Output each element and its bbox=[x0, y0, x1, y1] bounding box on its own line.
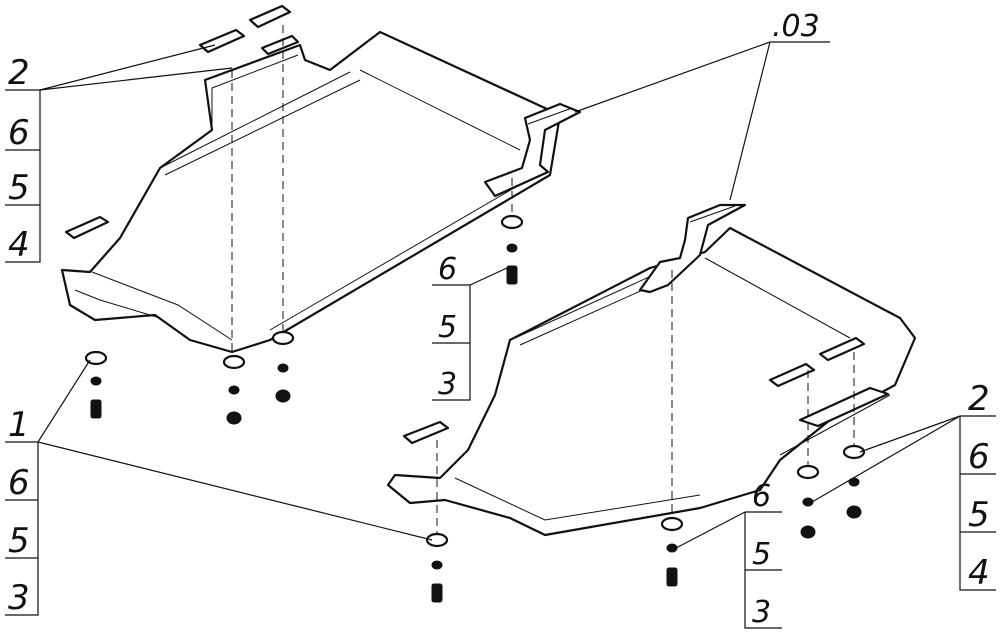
callout-label: 5 bbox=[438, 310, 457, 345]
right-skid-plate bbox=[386, 203, 917, 537]
callout-label: 6 bbox=[8, 463, 30, 503]
callout-label: 6 bbox=[752, 479, 771, 514]
callout-right-bottom: 6 5 3 bbox=[744, 479, 782, 630]
callout-center: 6 5 3 bbox=[432, 252, 471, 402]
callout-label: 5 bbox=[8, 521, 30, 561]
callout-label: 2 bbox=[968, 379, 990, 419]
callout-label: 5 bbox=[752, 537, 771, 572]
callout-label: 6 bbox=[968, 437, 990, 477]
leader-lines bbox=[37, 41, 961, 549]
callout-label: 5 bbox=[968, 495, 990, 535]
left-skid-plate bbox=[60, 30, 582, 354]
callout-label: 3 bbox=[752, 595, 771, 630]
left-axis-lines bbox=[231, 25, 513, 355]
left-plate-tabs bbox=[64, 4, 300, 240]
callout-right: 2 6 5 4 bbox=[959, 379, 996, 593]
callout-label: 6 bbox=[438, 252, 457, 287]
right-axis-lines bbox=[436, 270, 855, 540]
callout-left-top: 2 6 5 4 bbox=[5, 53, 41, 265]
callout-label: 3 bbox=[8, 578, 30, 618]
callout-label: 4 bbox=[968, 553, 990, 593]
right-plate-tabs bbox=[402, 336, 866, 445]
callout-label: 4 bbox=[8, 225, 30, 265]
callout-left-bottom: 1 6 5 3 bbox=[5, 405, 39, 618]
left-fasteners bbox=[84, 214, 524, 425]
callout-label: 3 bbox=[438, 367, 457, 402]
right-fasteners bbox=[425, 444, 866, 603]
callout-label: 5 bbox=[8, 168, 30, 208]
callout-top-ref: .03 bbox=[770, 9, 830, 44]
reference-label: .03 bbox=[772, 9, 820, 44]
callout-label: 2 bbox=[8, 53, 30, 93]
callout-label: 1 bbox=[8, 405, 30, 445]
callout-label: 6 bbox=[8, 113, 30, 153]
